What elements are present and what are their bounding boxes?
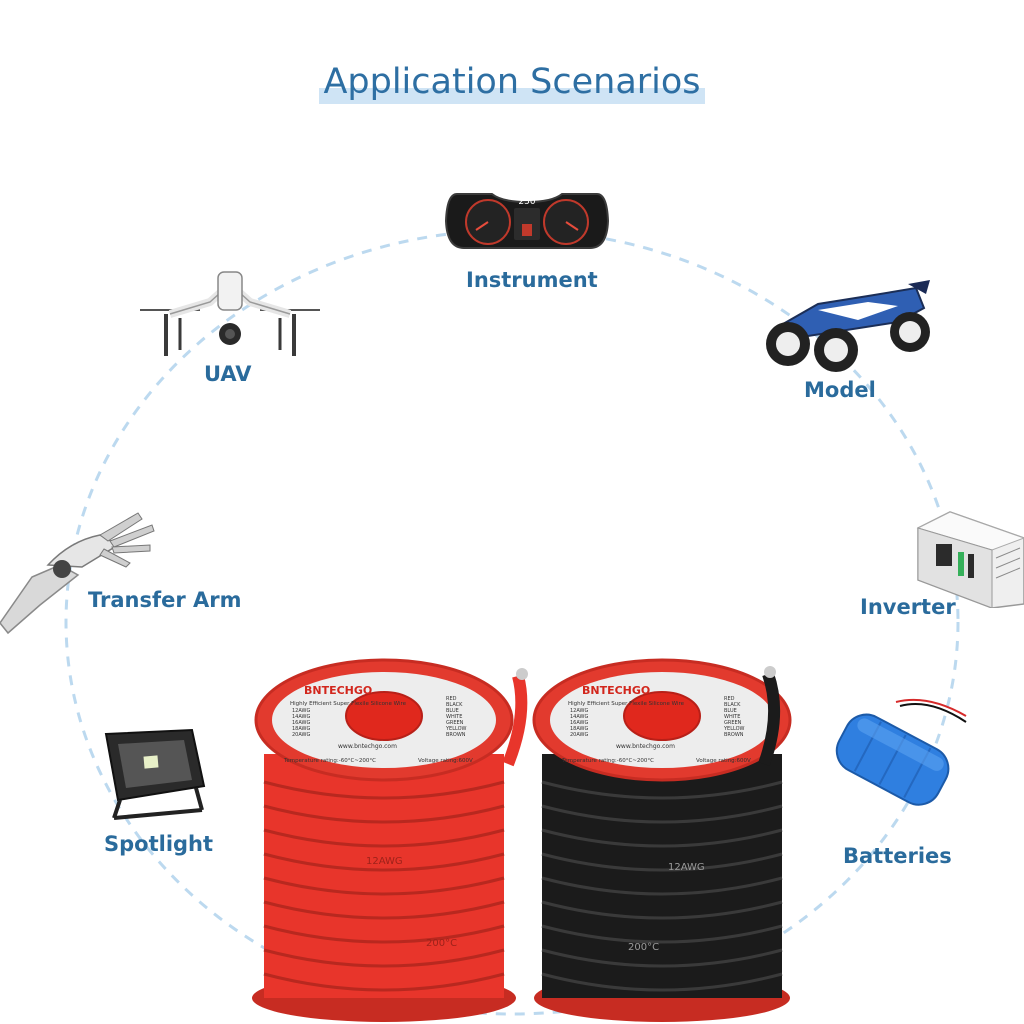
black-wire-temp-print: 200°C	[628, 942, 659, 953]
red-reel-subtitle: Highly Efficient Super Flexile Silicone …	[290, 701, 407, 707]
red-color-5: YELLOW	[445, 726, 467, 732]
black-wire-print: 12AWG	[668, 862, 705, 873]
dashed-circle	[64, 228, 960, 1016]
red-wire-temp-print: 200°C	[426, 938, 457, 949]
black-gauge-3: 18AWG	[570, 726, 588, 732]
black-reel-voltage: Voltage rating:600V	[696, 758, 751, 764]
rc-car-icon	[766, 280, 930, 372]
instrument-speed-readout: 250	[518, 197, 535, 207]
red-reel-temperature: Temperature rating:-60°C~200°C	[283, 758, 376, 764]
black-color-3: WHITE	[724, 714, 740, 720]
red-gauge-1: 14AWG	[292, 714, 310, 720]
black-color-5: YELLOW	[723, 726, 745, 732]
black-color-4: GREEN	[724, 720, 742, 726]
black-color-0: RED	[724, 696, 735, 702]
black-color-2: BLUE	[724, 708, 737, 714]
black-reel-temperature: Temperature rating:-60°C~200°C	[561, 758, 654, 764]
red-wire-print: 12AWG	[366, 856, 403, 867]
scenario-label-transfer-arm: Transfer Arm	[88, 588, 242, 612]
inverter-icon	[916, 511, 1024, 608]
red-color-0: RED	[446, 696, 457, 702]
red-color-1: BLACK	[446, 702, 463, 708]
red-color-2: BLUE	[446, 708, 459, 714]
red-reel-website: www.bntechgo.com	[338, 743, 397, 750]
black-color-6: BROWN	[724, 732, 744, 738]
black-color-1: BLACK	[724, 702, 741, 708]
battery-pack-icon	[835, 698, 967, 806]
red-color-4: GREEN	[446, 720, 464, 726]
red-gauge-4: 20AWG	[292, 732, 310, 738]
black-gauge-0: 12AWG	[570, 708, 588, 714]
black-reel-brand: BNTECHGO	[582, 684, 650, 697]
black-gauge-1: 14AWG	[570, 714, 588, 720]
black-gauge-4: 20AWG	[570, 732, 588, 738]
title-wrapper: Application Scenarios	[0, 62, 1024, 104]
red-reel-voltage: Voltage rating:600V	[418, 758, 473, 764]
robotic-arm-icon	[0, 512, 155, 635]
red-color-3: WHITE	[446, 714, 462, 720]
scenario-label-spotlight: Spotlight	[104, 832, 214, 856]
red-reel-brand: BNTECHGO	[304, 684, 372, 697]
scenario-label-model: Model	[804, 378, 876, 402]
red-gauge-0: 12AWG	[292, 708, 310, 714]
black-reel-subtitle: Highly Efficient Super Flexile Silicone …	[568, 701, 685, 707]
red-gauge-3: 18AWG	[292, 726, 310, 732]
black-wire-reel: 12AWG 200°C BNTECHGO Highly Efficient Su…	[532, 658, 792, 1022]
scenario-label-batteries: Batteries	[843, 844, 952, 868]
instrument-cluster-icon: 250	[444, 193, 610, 249]
drone-icon	[140, 271, 320, 356]
red-gauge-2: 16AWG	[292, 720, 310, 726]
scenario-label-inverter: Inverter	[860, 595, 956, 619]
scenario-label-instrument: Instrument	[466, 268, 598, 292]
red-color-6: BROWN	[446, 732, 466, 738]
spotlight-icon	[104, 728, 206, 820]
black-gauge-2: 16AWG	[570, 720, 588, 726]
page-title: Application Scenarios	[319, 62, 705, 104]
black-reel-website: www.bntechgo.com	[616, 743, 675, 750]
red-wire-reel: 12AWG 200°C BNTECHGO Highly Efficient Su…	[252, 658, 528, 1022]
scenario-label-uav: UAV	[204, 362, 252, 386]
